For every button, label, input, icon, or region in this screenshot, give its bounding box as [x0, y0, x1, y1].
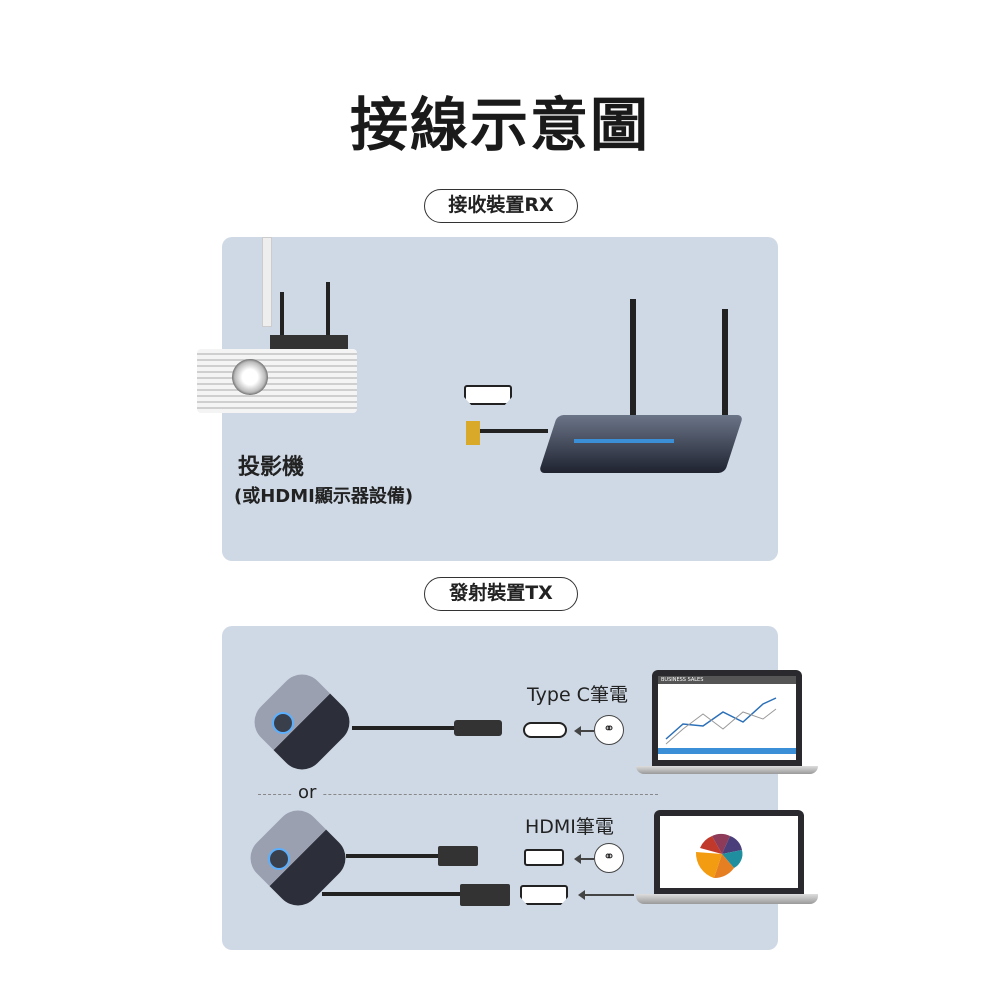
- projector-label: 投影機: [238, 455, 305, 480]
- tx-typec-dongle: [245, 665, 359, 779]
- hdmi-port-icon: [464, 385, 512, 405]
- rx-receiver-image: [538, 415, 744, 473]
- tx-section-label: 發射裝置TX: [424, 577, 578, 611]
- hdmi-plug: [438, 846, 478, 866]
- page-title: 接線示意圖: [349, 91, 650, 159]
- antenna: [722, 309, 728, 451]
- typec-laptop-label: Type C筆電: [527, 684, 628, 706]
- divider: [258, 794, 658, 795]
- laptop-base: [636, 894, 818, 904]
- projector-lens: [232, 359, 268, 395]
- usb-a-plug: [460, 884, 510, 906]
- screen-radial-chart: [695, 833, 743, 879]
- arrow-left-icon: [574, 854, 594, 864]
- screen-title: BUSINESS SALES: [658, 676, 796, 684]
- hdmi-laptop-image: [654, 810, 804, 894]
- ceiling-mount: [262, 237, 272, 327]
- link-icon: ⚭: [594, 715, 624, 745]
- tx-hdmi-dongle: [241, 801, 355, 915]
- antenna: [630, 299, 636, 441]
- power-button: [268, 848, 290, 870]
- projector-sublabel: (或HDMI顯示器設備): [234, 486, 414, 507]
- rx-section-label: 接收裝置RX: [424, 189, 578, 223]
- hdmi-laptop-label: HDMI筆電: [525, 816, 614, 838]
- rx-receiver-on-projector: [270, 335, 348, 353]
- usb-c-port-icon: [523, 722, 567, 738]
- tx-panel: Type C筆電 ⚭ BUSINESS SALES or HDMI筆電 ⚭: [222, 626, 818, 950]
- usb-cable: [322, 892, 462, 896]
- arrow-left-icon: [578, 890, 634, 900]
- projector-image: [197, 349, 357, 413]
- hdmi-cable: [480, 429, 548, 433]
- usb-c-plug: [454, 720, 502, 736]
- usb-a-port-icon: [524, 849, 564, 866]
- hdmi-cable: [346, 854, 446, 858]
- rx-panel: 投影機 (或HDMI顯示器設備): [197, 237, 778, 561]
- laptop-base: [636, 766, 818, 774]
- usb-c-cable: [352, 726, 462, 730]
- arrow-left-icon: [574, 726, 594, 736]
- typec-laptop-image: BUSINESS SALES: [652, 670, 802, 766]
- antenna: [326, 282, 330, 344]
- screen-line-chart: [658, 697, 796, 754]
- antenna: [280, 292, 284, 344]
- led-strip: [574, 439, 674, 443]
- hdmi-port-icon: [520, 885, 568, 905]
- hdmi-plug: [466, 421, 480, 445]
- power-button: [272, 712, 294, 734]
- or-label: or: [292, 782, 323, 803]
- link-icon: ⚭: [594, 843, 624, 873]
